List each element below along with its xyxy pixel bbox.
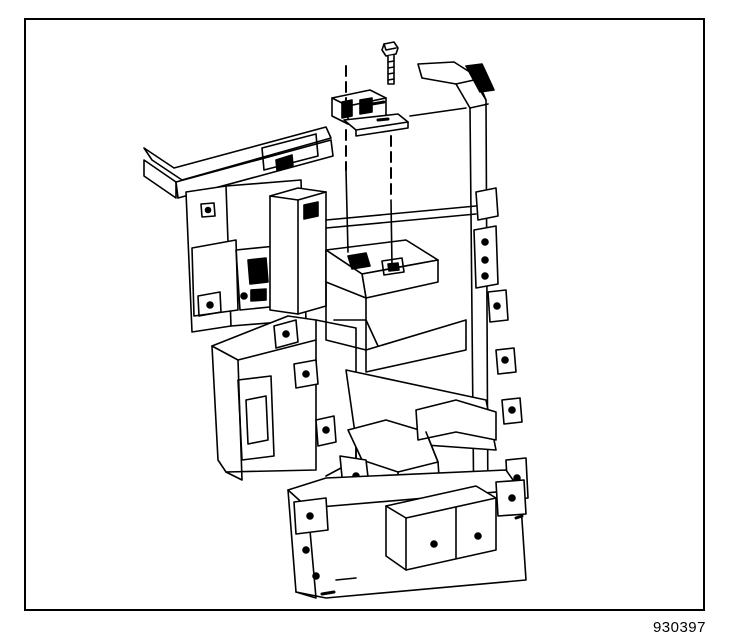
figure-id-label: 930397	[652, 619, 706, 636]
alignment-lines	[345, 65, 392, 201]
relay-mounting-tray	[325, 239, 467, 373]
leader-line	[409, 107, 467, 117]
diagram-frame	[24, 18, 705, 611]
alignment-solid-right	[390, 199, 393, 267]
bolt	[381, 41, 399, 85]
alignment-solid-left	[345, 169, 349, 253]
bottom-base-plate	[287, 469, 527, 599]
relay-module	[331, 89, 409, 137]
lower-cross-brace	[339, 369, 497, 501]
center-column-box	[269, 187, 327, 315]
lower-left-frame	[211, 315, 357, 481]
upper-left-arm	[143, 126, 334, 199]
bracket-illustration	[143, 41, 529, 599]
